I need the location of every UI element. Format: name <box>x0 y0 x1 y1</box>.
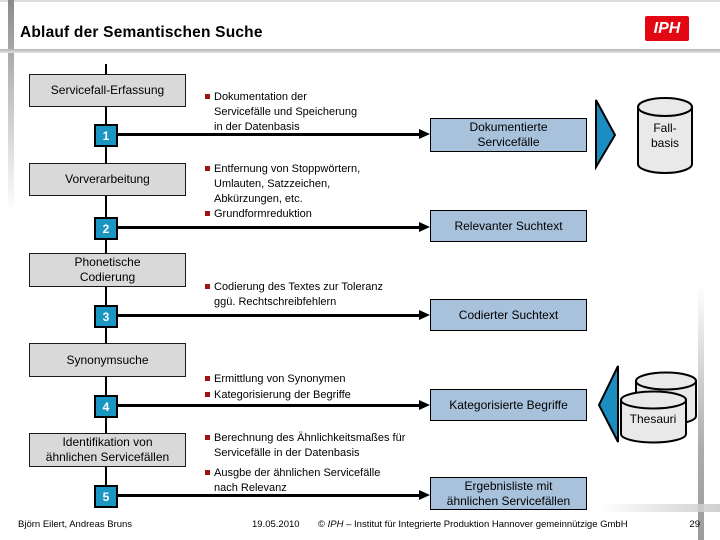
database-cylinder-thesauri <box>620 371 697 444</box>
page-number: 29 <box>689 519 700 530</box>
arrow-line-5 <box>117 494 420 497</box>
bullet-line: Berechnung des Ähnlichkeitsmaßes für <box>214 432 406 444</box>
step-number: 5 <box>102 489 110 504</box>
arrow-head-icon <box>419 129 430 139</box>
footer-date: 19.05.2010 <box>252 519 300 530</box>
bullet-square-icon <box>205 166 210 171</box>
stage-label: Synonymsuche <box>66 352 149 367</box>
bullet-line: ggü. Rechtschreibfehlern <box>214 296 337 308</box>
bullet-item: Kategorisierung der Begriffe <box>205 388 351 403</box>
step-number: 4 <box>102 399 110 414</box>
bullet-square-icon <box>205 94 210 99</box>
arrow-head-icon <box>419 310 430 320</box>
bullet-line: Grundformreduktion <box>214 208 312 220</box>
big-arrow-right-icon <box>595 99 617 171</box>
page-title: Ablauf der Semantischen Suche <box>20 24 263 41</box>
result-label: Relevanter Suchtext <box>454 218 563 233</box>
arrow-head-icon <box>419 400 430 410</box>
result-label: Servicefälle <box>477 135 540 149</box>
arrow-line-1 <box>117 133 420 136</box>
database-cylinder-fallbasis <box>637 97 693 174</box>
arrow-line-3 <box>117 314 420 317</box>
result-box-ergebnisliste: Ergebnisliste mit ähnlichen Servicefälle… <box>430 477 587 510</box>
stage-label: Codierung <box>79 270 136 284</box>
bullet-item: Dokumentation der Servicefälle und Speic… <box>205 90 357 135</box>
step-number: 2 <box>102 221 110 236</box>
thesauri-label-line: Thesauri <box>629 412 677 426</box>
bullet-item: Codierung des Textes zur Toleranz ggü. R… <box>205 280 383 310</box>
bullet-square-icon <box>205 284 210 289</box>
stage-box-synonymsuche: Synonymsuche <box>29 343 186 377</box>
bullet-item: Grundformreduktion <box>205 207 312 222</box>
bullet-line: Kategorisierung der Begriffe <box>214 389 351 401</box>
result-label: Dokumentierte <box>469 120 548 134</box>
big-arrow-left-icon <box>597 365 619 443</box>
copyright-symbol: © <box>318 519 325 530</box>
bullet-line: nach Relevanz <box>214 482 287 494</box>
arrow-line-2 <box>117 226 420 229</box>
step-number: 3 <box>102 309 110 324</box>
bullet-square-icon <box>205 470 210 475</box>
bullet-square-icon <box>205 376 210 381</box>
right-accent-bar <box>698 285 704 540</box>
stage-box-phonetische-codierung: Phonetische Codierung <box>29 253 186 287</box>
copyright-org: IPH <box>327 519 344 530</box>
step-number-badge-5: 5 <box>94 485 118 508</box>
result-box-dokumentierte-servicefaelle: Dokumentierte Servicefälle <box>430 118 587 152</box>
bullet-line: Umlauten, Satzzeichen, <box>214 178 331 190</box>
result-label: Codierter Suchtext <box>458 307 559 322</box>
step-number-badge-2: 2 <box>94 217 118 240</box>
bullet-item: Ausgbe der ähnlichen Servicefälle nach R… <box>205 466 380 496</box>
stage-label: Vorverarbeitung <box>65 172 150 186</box>
bullet-line: Entfernung von Stoppwörtern, <box>214 163 361 175</box>
fallbasis-label-line: Fall- <box>653 121 677 135</box>
step-number-badge-1: 1 <box>94 124 118 147</box>
bullet-square-icon <box>205 435 210 440</box>
thesauri-label: Thesauri <box>620 412 686 427</box>
bullet-line: Codierung des Textes zur Toleranz <box>214 281 383 293</box>
bullet-item: Berechnung des Ähnlichkeitsmaßes für Ser… <box>205 431 405 461</box>
copyright-rest: – Institut für Integrierte Produktion Ha… <box>346 519 628 530</box>
step-number-badge-3: 3 <box>94 305 118 328</box>
result-label: Kategorisierte Begriffe <box>449 397 568 412</box>
footer-copyright: © IPH – Institut für Integrierte Produkt… <box>318 519 628 530</box>
step-number-badge-4: 4 <box>94 395 118 418</box>
result-label: ähnlichen Servicefällen <box>446 493 571 508</box>
bullet-item: Entfernung von Stoppwörtern, Umlauten, S… <box>205 162 360 207</box>
stage-label: Phonetische <box>74 255 141 269</box>
fallbasis-label: Fall- basis <box>636 121 694 151</box>
arrow-head-icon <box>419 490 430 500</box>
stage-label: ähnlichen Servicefällen <box>45 450 170 464</box>
bullet-line: in der Datenbasis <box>214 121 300 133</box>
stage-box-vorverarbeitung: Vorverarbeitung <box>29 163 186 196</box>
bullet-square-icon <box>205 392 210 397</box>
stage-box-identifikation: Identifikation von ähnlichen Servicefäll… <box>29 433 186 467</box>
left-accent-bar <box>8 0 14 212</box>
result-label: Ergebnisliste mit <box>464 478 553 493</box>
bottom-accent-bar <box>600 504 720 512</box>
bullet-line: Servicefälle in der Datenbasis <box>214 447 360 459</box>
iph-logo-text: IPH <box>653 19 681 37</box>
bullet-item: Ermittlung von Synonymen <box>205 372 345 387</box>
stage-label: Identifikation von <box>62 435 153 449</box>
arrow-line-4 <box>117 404 420 407</box>
footer-authors: Björn Eilert, Andreas Bruns <box>18 519 133 530</box>
arrow-head-icon <box>419 222 430 232</box>
bullet-line: Ausgbe der ähnlichen Servicefälle <box>214 467 381 479</box>
bullet-line: Servicefälle und Speicherung <box>214 106 358 118</box>
step-number: 1 <box>102 128 110 143</box>
stage-box-servicefall-erfassung: Servicefall-Erfassung <box>29 74 186 107</box>
iph-logo: IPH <box>645 16 689 41</box>
result-box-codierter-suchtext: Codierter Suchtext <box>430 299 587 331</box>
title-underline <box>0 49 720 53</box>
result-box-kategorisierte-begriffe: Kategorisierte Begriffe <box>430 389 587 421</box>
stage-label: Servicefall-Erfassung <box>50 83 165 97</box>
top-edge-line <box>0 0 720 2</box>
result-box-relevanter-suchtext: Relevanter Suchtext <box>430 210 587 242</box>
bullet-line: Abkürzungen, etc. <box>214 193 303 205</box>
bullet-square-icon <box>205 211 210 216</box>
fallbasis-label-line: basis <box>650 136 679 150</box>
bullet-line: Dokumentation der <box>214 91 307 103</box>
bullet-line: Ermittlung von Synonymen <box>214 373 346 385</box>
